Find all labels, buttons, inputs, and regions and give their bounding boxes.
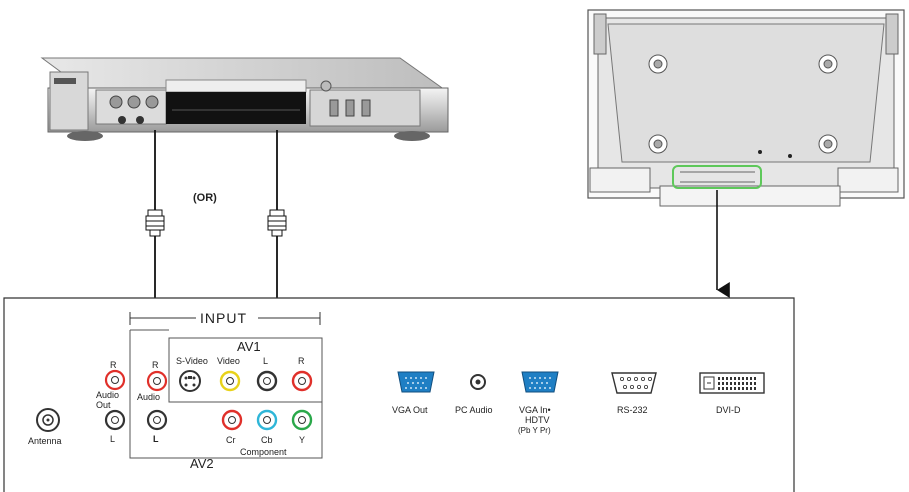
rca-jack-icon[interactable]: [104, 369, 126, 391]
audio-out-audio-label: Audio: [96, 390, 119, 400]
mount-hole-icon: [818, 134, 838, 154]
cable-left: [145, 130, 170, 323]
rf-antenna-jack-icon[interactable]: [36, 408, 60, 432]
audio-out-l-label: L: [110, 434, 115, 444]
av1-l-label: L: [263, 356, 268, 366]
cr-label: Cr: [226, 435, 236, 445]
rca-jack-icon[interactable]: [256, 409, 278, 431]
dvd-player: [40, 57, 449, 141]
av2-r-label: R: [152, 360, 159, 370]
input-label: INPUT: [200, 310, 247, 326]
rca-jack-icon[interactable]: [256, 370, 278, 392]
rs232-label: RS-232: [617, 405, 648, 415]
disc-tray: [166, 92, 306, 124]
y-label: Y: [299, 435, 305, 445]
rca-jack-icon[interactable]: [291, 370, 313, 392]
cable-right: [267, 130, 292, 323]
vga-in-label: VGA In•: [519, 405, 551, 415]
av1-label: AV1: [237, 339, 261, 354]
s-video-label: S-Video: [176, 356, 208, 366]
s-video-jack-icon[interactable]: [179, 370, 201, 392]
pc-audio-label: PC Audio: [455, 405, 493, 415]
mount-hole-icon: [818, 54, 838, 74]
antenna-label: Antenna: [28, 436, 62, 446]
av2-label: AV2: [190, 456, 214, 471]
video-label: Video: [217, 356, 240, 366]
component-label: Component: [240, 447, 287, 457]
dvid-label: DVI-D: [716, 405, 741, 415]
av2-audio-label: Audio: [137, 392, 160, 402]
cb-label: Cb: [261, 435, 273, 445]
connector-highlight: [672, 165, 762, 189]
rca-jack-icon[interactable]: [104, 409, 126, 431]
rs232-port-icon[interactable]: [611, 372, 657, 394]
av1-r-label: R: [298, 356, 305, 366]
mount-hole-icon: [648, 134, 668, 154]
rca-jack-icon[interactable]: [219, 370, 241, 392]
audio-out-r-label: R: [110, 360, 117, 370]
hdtv-label: HDTV: [525, 415, 550, 425]
pbypr-label: (Pb Y Pr): [518, 426, 551, 435]
connector-panel: INPUT AV1 AV2 R Audio Out L Antenna R Au…: [3, 297, 795, 492]
rca-jack-icon[interactable]: [146, 370, 168, 392]
rca-jack-icon[interactable]: [146, 409, 168, 431]
audio-jack-icon[interactable]: [470, 374, 486, 390]
dvi-port-icon[interactable]: [699, 372, 765, 394]
audio-out-out-label: Out: [96, 400, 111, 410]
or-label: (OR): [193, 192, 217, 204]
rca-jack-icon[interactable]: [221, 409, 243, 431]
av2-l-label: L: [153, 434, 159, 444]
vga-port-icon[interactable]: [397, 371, 435, 393]
mount-hole-icon: [648, 54, 668, 74]
rca-jack-icon[interactable]: [291, 409, 313, 431]
brand-logo-icon: [54, 78, 76, 84]
cable-plug-icon: [145, 209, 165, 237]
cable-plug-icon: [267, 209, 287, 237]
vga-out-label: VGA Out: [392, 405, 428, 415]
vga-port-icon[interactable]: [521, 371, 559, 393]
tv-back-panel: [587, 9, 905, 207]
